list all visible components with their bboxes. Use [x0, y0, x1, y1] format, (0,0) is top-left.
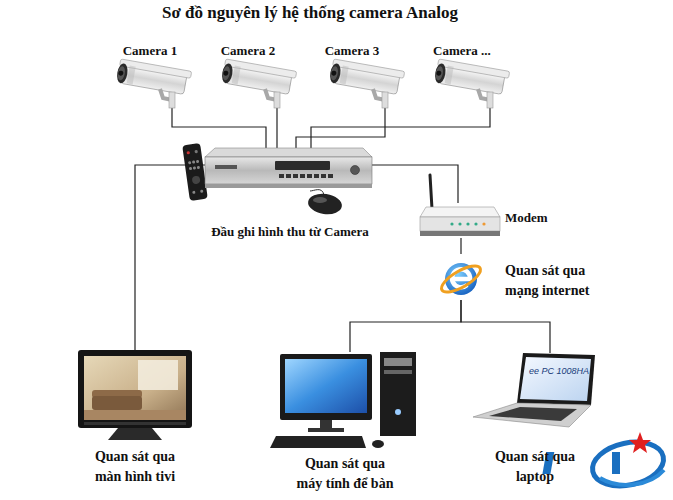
tv-monitor-drawing	[78, 350, 192, 442]
computer-mouse	[307, 190, 343, 217]
remote-control	[182, 143, 208, 201]
internet-icon: Quan sát qua mạng internet	[440, 254, 482, 300]
device-caption: Quan sát qua màn hình tivi	[85, 447, 185, 487]
device-caption: Đầu ghi hình thu từ Camera	[211, 222, 369, 242]
diagram-title: Sơ đồ nguyên lý hệ thống camera Analog	[0, 3, 620, 23]
desktop-computer-drawing	[270, 352, 420, 450]
desktop-computer: Quan sát qua máy tính để bàn	[270, 352, 420, 450]
video-recorder: Đầu ghi hình thu từ Camera	[205, 148, 372, 192]
signal-cable	[460, 238, 461, 254]
camera-icon-drawing	[213, 60, 305, 108]
camera-icon: Camera ...	[426, 60, 518, 108]
video-recorder-drawing	[205, 148, 372, 192]
device-caption: Camera 1	[123, 41, 178, 61]
device-caption: Camera 3	[325, 41, 380, 61]
device-caption: Quan sát qua máy tính để bàn	[295, 454, 395, 494]
camera-icon: Camera 1	[108, 60, 200, 108]
camera-icon: Camera 2	[213, 60, 305, 108]
device-caption: Quan sát qua laptop	[485, 447, 585, 487]
signal-cable	[372, 165, 458, 203]
camera-icon-drawing	[108, 60, 200, 108]
signal-cable	[296, 108, 385, 148]
camera-icon-drawing	[426, 60, 518, 108]
internet-icon-drawing	[440, 254, 482, 300]
device-caption: Modem	[505, 208, 548, 228]
signal-cable	[311, 108, 490, 148]
laptop-computer-drawing	[473, 353, 597, 428]
camera-icon: Camera 3	[321, 60, 413, 108]
signal-cable	[276, 108, 277, 148]
signal-cable	[172, 108, 266, 148]
camera-icon-drawing	[321, 60, 413, 108]
modem-device: Modem	[420, 203, 500, 238]
tv-monitor: Quan sát qua màn hình tivi	[78, 350, 192, 442]
laptop-computer: Quan sát qua laptop	[473, 353, 597, 428]
signal-cable	[350, 300, 461, 352]
signal-cable	[461, 300, 550, 353]
device-caption: Camera ...	[433, 41, 491, 61]
screen-brand-label: ee PC 1008HA	[529, 366, 589, 376]
device-caption: Camera 2	[221, 41, 276, 61]
modem-device-drawing	[420, 203, 500, 238]
device-caption: Quan sát qua mạng internet	[505, 261, 605, 301]
signal-cable	[135, 165, 205, 350]
